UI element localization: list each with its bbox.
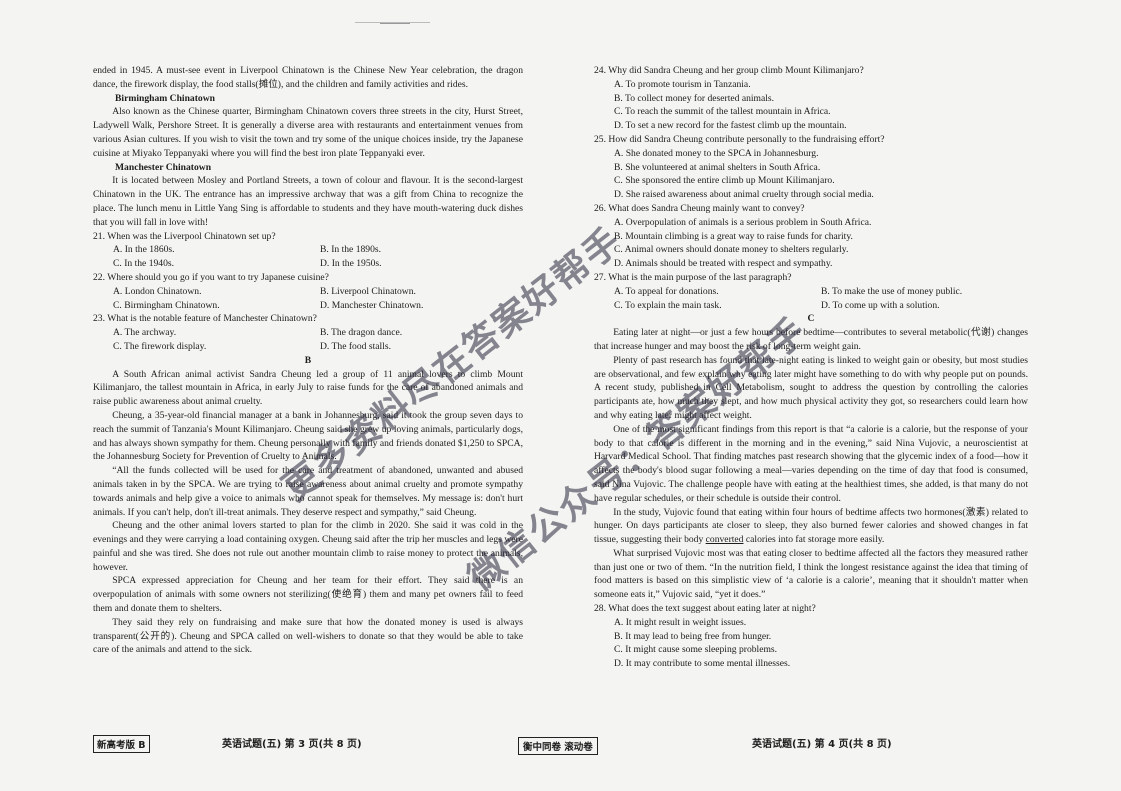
question-24: 24. Why did Sandra Cheung and her group … bbox=[594, 65, 864, 76]
section-c-heading: C bbox=[807, 313, 815, 325]
passage-c-paragraph-3: One of the most significant findings fro… bbox=[594, 423, 1028, 504]
q25-option-b[interactable]: B. She volunteered at animal shelters in… bbox=[614, 161, 821, 173]
q23-options-row-2: C. The firework display. D. The food sta… bbox=[113, 340, 523, 354]
scan-mark bbox=[355, 22, 430, 23]
q28-option-d[interactable]: D. It may contribute to some mental illn… bbox=[614, 658, 791, 670]
q25-option-a[interactable]: A. She donated money to the SPCA in Joha… bbox=[614, 147, 819, 159]
passage-b-paragraph-4: Cheung and the other animal lovers start… bbox=[93, 520, 523, 573]
left-page-number: 英语试题(五) 第 3 页(共 8 页) bbox=[222, 739, 362, 750]
right-page-number: 英语试题(五) 第 4 页(共 8 页) bbox=[752, 739, 892, 750]
manchester-paragraph: It is located between Mosley and Portlan… bbox=[93, 175, 523, 228]
manchester-heading: Manchester Chinatown bbox=[115, 161, 212, 173]
q22-option-a[interactable]: A. London Chinatown. bbox=[113, 285, 202, 297]
passage-c-paragraph-5: What surprised Vujovic most was that eat… bbox=[594, 547, 1028, 601]
passage-b-paragraph-2: Cheung, a 35-year-old financial manager … bbox=[93, 409, 523, 463]
question-21: 21. When was the Liverpool Chinatown set… bbox=[93, 230, 276, 242]
q26-option-b[interactable]: B. Mountain climbing is a great way to r… bbox=[614, 230, 853, 242]
section-b-heading: B bbox=[304, 354, 312, 366]
q27-option-a[interactable]: A. To appeal for donations. bbox=[614, 285, 719, 297]
q25-option-d[interactable]: D. She raised awareness about animal cru… bbox=[614, 189, 874, 201]
q23-option-d[interactable]: D. The food stalls. bbox=[320, 340, 391, 352]
q28-option-b[interactable]: B. It may lead to being free from hunger… bbox=[614, 630, 772, 642]
q23-options-row-1: A. The archway. B. The dragon dance. bbox=[113, 326, 523, 340]
question-26: 26. What does Sandra Cheung mainly want … bbox=[594, 202, 805, 214]
series-badge: 衡中同卷 滚动卷 bbox=[518, 737, 598, 755]
q27-options-row-2: C. To explain the main task. D. To come … bbox=[614, 299, 1028, 313]
q24-option-a[interactable]: A. To promote tourism in Tanzania. bbox=[614, 78, 751, 90]
question-22: 22. Where should you go if you want to t… bbox=[93, 271, 329, 283]
passage-b-paragraph-5: SPCA expressed appreciation for Cheung a… bbox=[93, 575, 523, 615]
q22-option-d[interactable]: D. Manchester Chinatown. bbox=[320, 299, 424, 311]
q22-option-b[interactable]: B. Liverpool Chinatown. bbox=[320, 285, 416, 297]
passage-b-paragraph-1: A South African animal activist Sandra C… bbox=[93, 368, 523, 408]
q26-option-a[interactable]: A. Overpopulation of animals is a seriou… bbox=[614, 216, 872, 228]
q21-options-row-1: A. In the 1860s. B. In the 1890s. bbox=[113, 243, 523, 257]
q27-options-row-1: A. To appeal for donations. B. To make t… bbox=[614, 285, 1028, 299]
paragraph-4-start: In the study, Vujovic found that eating … bbox=[594, 506, 1028, 546]
right-page-column: 24. Why did Sandra Cheung and her group … bbox=[594, 64, 1028, 671]
paragraph-4-end: calories into fat storage more easily. bbox=[743, 534, 885, 546]
liverpool-text-end: ended in 1945. A must-see event in Liver… bbox=[93, 65, 523, 90]
question-25: 25. How did Sandra Cheung contribute per… bbox=[594, 133, 885, 145]
q26-option-d[interactable]: D. Animals should be treated with respec… bbox=[614, 258, 833, 270]
q27-option-c[interactable]: C. To explain the main task. bbox=[614, 299, 722, 311]
q23-option-b[interactable]: B. The dragon dance. bbox=[320, 327, 403, 339]
q21-option-b[interactable]: B. In the 1890s. bbox=[320, 244, 382, 256]
q27-option-d[interactable]: D. To come up with a solution. bbox=[821, 299, 940, 311]
birmingham-paragraph: Also known as the Chinese quarter, Birmi… bbox=[93, 106, 523, 159]
passage-c-paragraph-2: Plenty of past research has found that l… bbox=[594, 354, 1028, 421]
edition-badge: 新高考版 B bbox=[93, 735, 150, 753]
left-page-column: ended in 1945. A must-see event in Liver… bbox=[93, 64, 523, 657]
q22-options-row-2: C. Birmingham Chinatown. D. Manchester C… bbox=[113, 299, 523, 313]
q22-option-c[interactable]: C. Birmingham Chinatown. bbox=[113, 299, 220, 311]
birmingham-heading: Birmingham Chinatown bbox=[115, 92, 215, 104]
q26-option-c[interactable]: C. Animal owners should donate money to … bbox=[614, 244, 849, 256]
passage-c-paragraph-4: In the study, Vujovic found that eating … bbox=[594, 506, 1028, 547]
passage-b-paragraph-6: They said they rely on fundraising and m… bbox=[93, 616, 523, 656]
q24-option-b[interactable]: B. To collect money for deserted animals… bbox=[614, 92, 775, 104]
q23-option-a[interactable]: A. The archway. bbox=[113, 327, 177, 339]
q22-options-row-1: A. London Chinatown. B. Liverpool Chinat… bbox=[113, 285, 523, 299]
q24-option-c[interactable]: C. To reach the summit of the tallest mo… bbox=[614, 106, 831, 118]
q21-option-c[interactable]: C. In the 1940s. bbox=[113, 258, 175, 270]
q24-option-d[interactable]: D. To set a new record for the fastest c… bbox=[614, 120, 847, 132]
underlined-word-converted: converted bbox=[705, 534, 744, 546]
q28-option-c[interactable]: C. It might cause some sleeping problems… bbox=[614, 644, 778, 656]
q21-options-row-2: C. In the 1940s. D. In the 1950s. bbox=[113, 257, 523, 271]
q23-option-c[interactable]: C. The firework display. bbox=[113, 340, 207, 352]
q27-option-b[interactable]: B. To make the use of money public. bbox=[821, 285, 963, 297]
q28-option-a[interactable]: A. It might result in weight issues. bbox=[614, 616, 747, 628]
passage-c-paragraph-1: Eating later at night—or just a few hour… bbox=[594, 327, 1028, 352]
passage-b-paragraph-3: “All the funds collected will be used fo… bbox=[93, 465, 523, 518]
question-27: 27. What is the main purpose of the last… bbox=[594, 271, 792, 283]
q21-option-d[interactable]: D. In the 1950s. bbox=[320, 258, 382, 270]
question-28: 28. What does the text suggest about eat… bbox=[594, 603, 816, 615]
question-23: 23. What is the notable feature of Manch… bbox=[93, 313, 317, 325]
scan-mark bbox=[380, 23, 410, 24]
q21-option-a[interactable]: A. In the 1860s. bbox=[113, 244, 175, 256]
q25-option-c[interactable]: C. She sponsored the entire climb up Mou… bbox=[614, 175, 835, 187]
